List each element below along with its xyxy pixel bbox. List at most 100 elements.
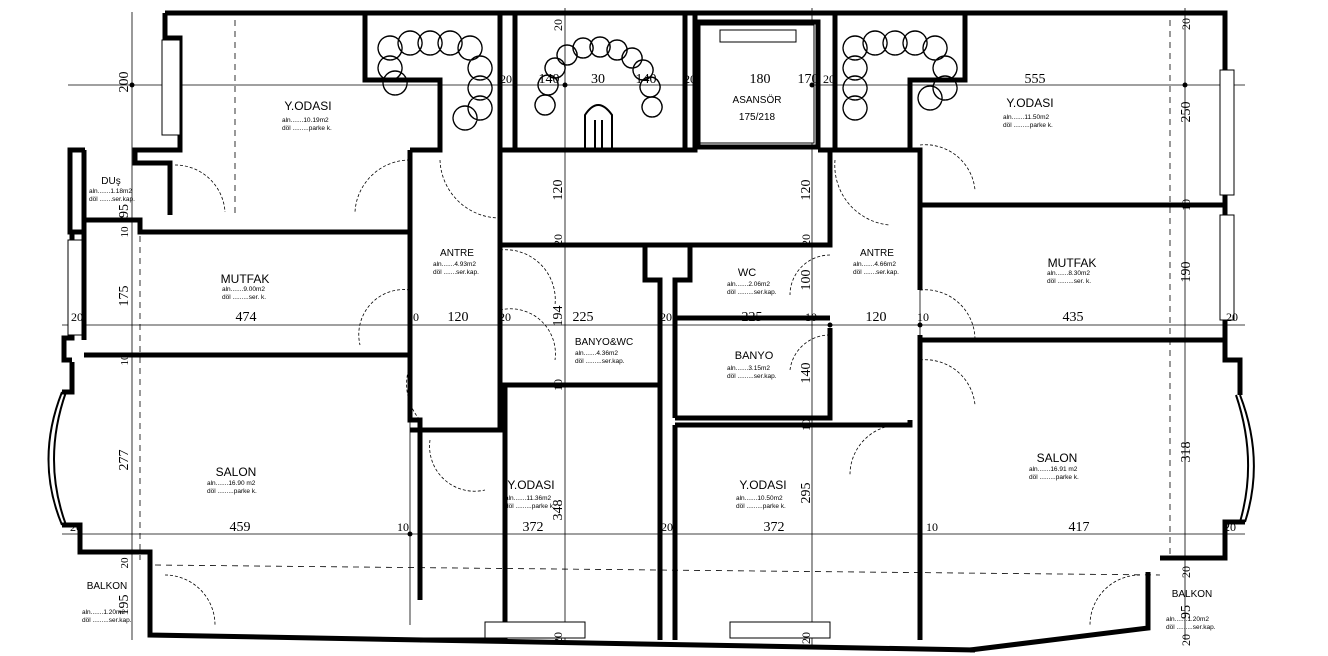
room-area-dus: aln.......1.18m2 <box>89 188 132 195</box>
room-area-y-odasi-br: aln.......10.50m2 <box>736 495 783 502</box>
dim-195: 195 <box>117 595 132 616</box>
dim-348: 348 <box>551 500 566 521</box>
dim-140v: 140 <box>799 363 814 384</box>
room-labels: Y.ODASI aln.......10.19m2 döl .........p… <box>82 94 1216 631</box>
room-floor-balkon-r: döl .........ser.kap. <box>1166 624 1216 631</box>
room-name-antre-l: ANTRE <box>440 248 474 259</box>
exterior-walls <box>61 10 1245 653</box>
dashed-guides <box>139 20 1171 576</box>
dim-20h: 20 <box>1224 520 1236 534</box>
dim-225a: 225 <box>573 310 594 325</box>
dim-20t1: 20 <box>500 72 512 86</box>
dim-200: 200 <box>117 72 132 93</box>
dim-30: 30 <box>591 72 605 87</box>
dim-10r: 10 <box>1179 199 1193 211</box>
room-area-salon-r: aln.......16.91 m2 <box>1029 466 1078 473</box>
dim-459: 459 <box>230 520 251 535</box>
dim-20r2: 20 <box>1179 634 1193 646</box>
dim-295: 295 <box>799 483 814 504</box>
dim-435: 435 <box>1063 310 1084 325</box>
door-swings <box>164 144 1141 626</box>
room-name-asansor: ASANSÖR <box>733 94 782 106</box>
room-area-y-odasi-bl: aln.......11.36m2 <box>505 495 552 502</box>
dim-120b: 120 <box>866 310 887 325</box>
bay-walls <box>47 391 1255 526</box>
room-area-salon-l: aln.......16.90 m2 <box>207 480 256 487</box>
room-area-antre-r: aln.......4.66m2 <box>853 261 896 268</box>
room-area-banyo-wc: aln.......4.36m2 <box>575 350 618 357</box>
dim-140: 140 <box>539 72 560 87</box>
dim-10e: 10 <box>917 310 929 324</box>
room-area-banyo: aln.......3.15m2 <box>727 365 770 372</box>
dim-10w: 10 <box>799 419 813 431</box>
dim-20w: 20 <box>799 632 813 644</box>
room-floor-salon-l: döl .........parke k. <box>207 488 257 495</box>
room-area-antre-l: aln.......4.93m2 <box>433 261 476 268</box>
dim-170: 170 <box>798 72 819 87</box>
room-name-mutfak-r: MUTFAK <box>1048 256 1097 270</box>
dim-140b: 140 <box>636 72 657 87</box>
room-floor-mutfak-l: döl .........ser. k. <box>222 294 266 301</box>
dim-20j: 20 <box>1179 18 1193 30</box>
room-name-mutfak-l: MUTFAK <box>221 272 270 286</box>
dim-180: 180 <box>750 72 771 87</box>
room-size-asansor: 175/218 <box>739 112 776 123</box>
room-name-y-odasi-bl: Y.ODASI <box>507 478 554 492</box>
dim-225b: 225 <box>742 310 763 325</box>
dim-20f: 20 <box>70 520 82 534</box>
dim-250: 250 <box>1179 102 1194 123</box>
room-floor-y-odasi-tl: döl .........parke k. <box>282 125 332 132</box>
dim-10v: 10 <box>551 379 565 391</box>
dim-555: 555 <box>1025 72 1046 87</box>
dim-20b: 20 <box>119 557 131 569</box>
dim-20i: 20 <box>551 632 565 644</box>
dim-372a: 372 <box>523 520 544 535</box>
room-area-y-odasi-tl: aln.......10.19m2 <box>282 117 329 124</box>
room-floor-y-odasi-br: döl .........parke k. <box>736 503 786 510</box>
room-name-salon-r: SALON <box>1037 451 1078 465</box>
dim-20t3: 20 <box>823 72 835 86</box>
dim-95: 95 <box>117 204 132 218</box>
room-name-dus: DUş <box>101 176 120 187</box>
dim-120a: 120 <box>448 310 469 325</box>
room-floor-wc: döl .........ser.kap. <box>727 289 777 296</box>
dim-20g: 20 <box>661 520 673 534</box>
dim-417: 417 <box>1069 520 1090 535</box>
room-floor-dus: döl .......ser.kap. <box>89 196 135 203</box>
room-area-balkon-r: aln.......1.20m2 <box>1166 616 1209 623</box>
dim-10a: 10 <box>119 226 131 238</box>
dim-20d: 20 <box>660 310 672 324</box>
dim-20r: 20 <box>1179 566 1193 578</box>
dim-190: 190 <box>1179 262 1194 283</box>
room-floor-banyo-wc: döl .........ser.kap. <box>575 358 625 365</box>
dim-194: 194 <box>551 306 566 327</box>
room-floor-y-odasi-bl: döl .........parke k. <box>505 503 555 510</box>
room-name-banyo: BANYO <box>735 350 774 362</box>
room-name-salon-l: SALON <box>216 465 257 479</box>
dim-474: 474 <box>236 310 257 325</box>
room-floor-banyo: döl .........ser.kap. <box>727 373 777 380</box>
dim-20a: 20 <box>71 310 83 324</box>
room-floor-antre-r: döl .......ser.kap. <box>853 269 899 276</box>
dimension-ticks <box>129 82 1188 537</box>
dim-20c: 20 <box>499 310 511 324</box>
windows <box>67 24 1235 639</box>
dim-20v1: 20 <box>551 234 565 246</box>
room-name-antre-r: ANTRE <box>860 248 894 259</box>
room-floor-balkon-l: döl .........ser.kap. <box>82 617 132 624</box>
room-name-y-odasi-br: Y.ODASI <box>739 478 786 492</box>
dim-120v1: 120 <box>551 180 566 201</box>
dim-10d: 10 <box>805 310 817 324</box>
dim-20e: 20 <box>1226 310 1238 324</box>
staircase <box>534 36 663 150</box>
dim-277: 277 <box>117 450 132 471</box>
dim-20t2: 20 <box>684 72 696 86</box>
dimension-lines <box>62 8 1245 645</box>
room-floor-mutfak-r: döl .........ser. k. <box>1047 278 1091 285</box>
room-area-y-odasi-tr: aln.......11.50m2 <box>1003 114 1050 121</box>
dim-372b: 372 <box>764 520 785 535</box>
dimension-labels: 200 95 10 175 10 277 20 195 20 474 10 12… <box>70 18 1238 646</box>
room-name-wc: WC <box>738 267 756 279</box>
dim-20v2: 20 <box>799 234 813 246</box>
